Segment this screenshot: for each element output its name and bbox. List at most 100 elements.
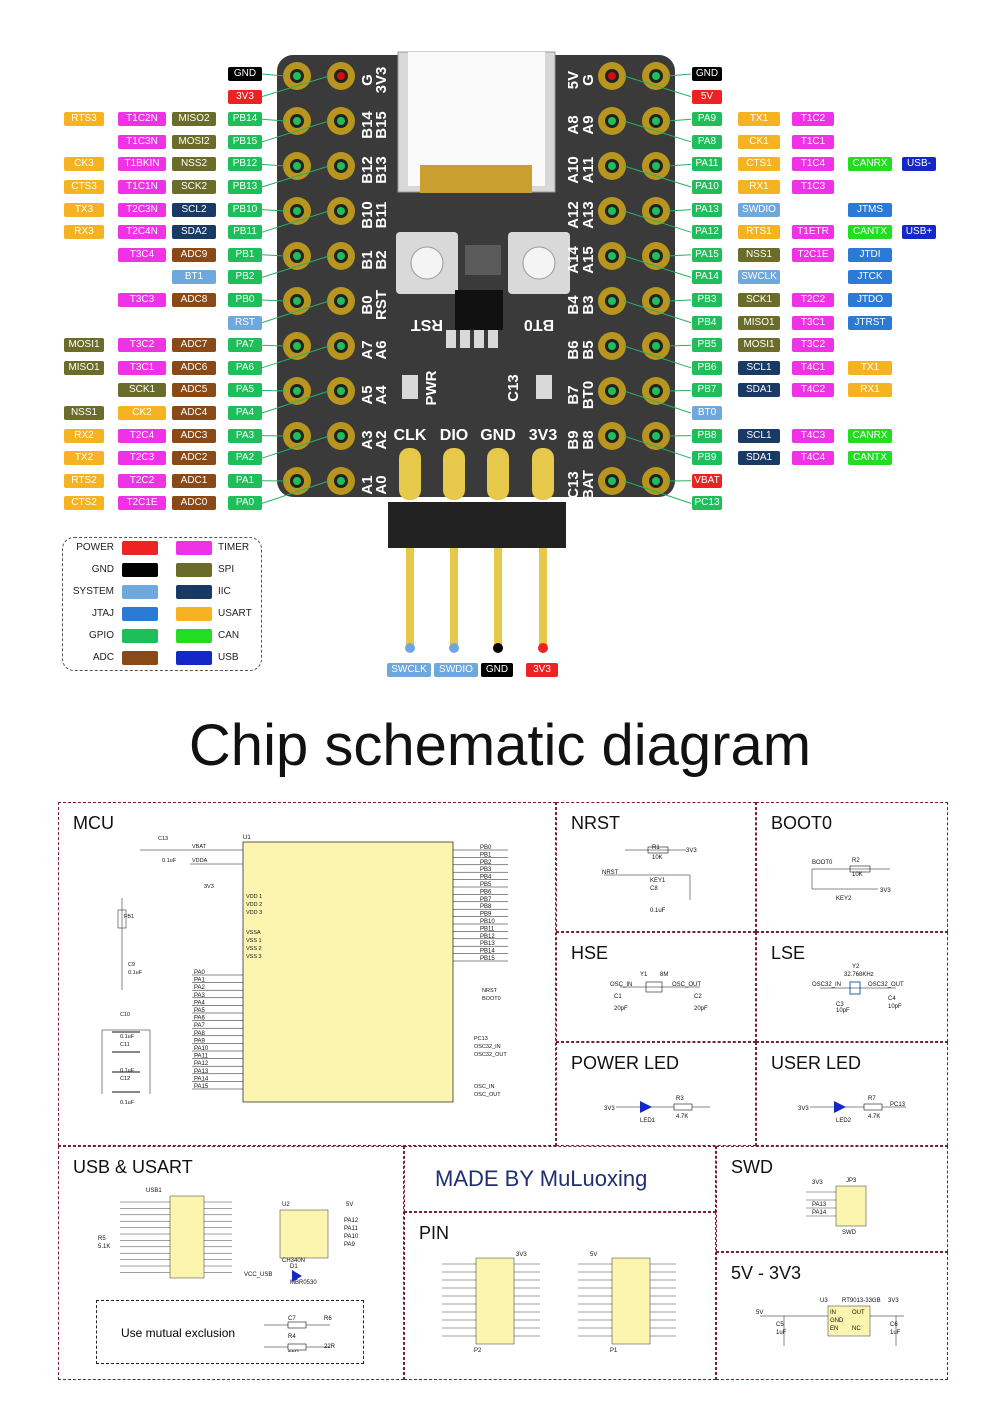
pin-leader-left <box>261 390 330 414</box>
pin-tag: T2C2 <box>792 293 834 307</box>
pin-dot <box>337 252 345 260</box>
pin-tag: CANTX <box>848 225 892 240</box>
pin-tag: ADC5 <box>172 383 216 398</box>
pin-tag: ADC1 <box>172 473 216 488</box>
pin-tag: GND <box>228 67 262 81</box>
header-pin-tip <box>449 643 459 653</box>
pin-tag: T1C2N <box>118 112 166 127</box>
silk-left-outer: G <box>359 74 376 86</box>
pin-leader-right <box>623 165 692 188</box>
pin-tag: ADC4 <box>172 406 216 420</box>
pin-tag: USB+ <box>902 225 936 240</box>
pin-tag: CANTX <box>848 451 892 466</box>
pin-leader-right <box>623 480 692 504</box>
legend-swatch <box>122 541 158 555</box>
pin-tag: NSS1 <box>738 247 780 262</box>
pin-tag: GND <box>692 67 722 81</box>
pin-tag: ADC2 <box>172 451 216 466</box>
pin-tag: T1C3N <box>118 134 166 149</box>
pin-tag: TX3 <box>64 202 104 217</box>
panel-title-5v-3v3: 5V - 3V3 <box>731 1263 802 1283</box>
pin-leader-left <box>261 480 330 504</box>
pin-leader-left <box>261 254 286 257</box>
pin-dot <box>608 117 616 125</box>
pin-dot <box>293 72 301 80</box>
silk-left-outer: A3 <box>359 430 376 449</box>
pin-leader-left <box>261 300 330 324</box>
silk-left-inner: B13 <box>373 156 390 184</box>
pin-tag: T1C1N <box>118 180 166 194</box>
silk-left-inner: B11 <box>373 202 390 229</box>
pin-tag: T2C2 <box>118 473 166 488</box>
pin-tag: 5V <box>692 89 722 104</box>
panel-title-swd: SWD <box>731 1157 773 1177</box>
legend-swatch <box>122 629 158 643</box>
pin-tag: JTDI <box>848 247 892 262</box>
panel-hse: HSE <box>556 932 756 1042</box>
pin-tag: TX2 <box>64 451 104 466</box>
pin-dot <box>337 207 345 215</box>
pin-header-body <box>388 502 566 548</box>
pin-tag: SWCLK <box>738 270 780 285</box>
legend-swatch <box>176 585 212 599</box>
silk-right-inner: A13 <box>580 201 597 229</box>
header-pad <box>399 448 421 500</box>
pin-tag: MOSI1 <box>738 338 780 353</box>
legend-label: JTAJ <box>91 608 114 619</box>
pin-leader-right <box>667 118 692 122</box>
pin-tag: T3C1 <box>118 360 166 375</box>
pin-tag: BT0 <box>692 406 722 420</box>
pin-leader-left <box>261 344 286 347</box>
panel-title-usb-usart: USB & USART <box>73 1157 193 1177</box>
pin-tag: CANRX <box>848 428 892 443</box>
silk-left-inner: A2 <box>373 430 390 449</box>
pin-tag: T4C4 <box>792 451 834 466</box>
pin-tag: PB5 <box>692 338 722 353</box>
pin-tag: CK3 <box>64 157 104 172</box>
header-silk-0: CLK <box>394 427 427 444</box>
pin-tag: T2C4N <box>118 225 166 240</box>
pin-tag: T3C2 <box>118 338 166 353</box>
panel-title-boot0: BOOT0 <box>771 813 833 833</box>
legend-swatch <box>176 541 212 555</box>
pin-tag: PB9 <box>692 451 722 466</box>
pin-dot <box>652 342 660 350</box>
silk-right-inner: B3 <box>580 295 597 314</box>
pin-tag: PA10 <box>692 180 722 194</box>
pin-leader-right <box>667 209 692 212</box>
silk-left-outer: A1 <box>359 475 376 494</box>
pin-dot <box>608 207 616 215</box>
pin-tag: CANRX <box>848 157 892 172</box>
pin-tag: T2C1E <box>792 247 834 262</box>
pin-dot <box>608 72 616 80</box>
pin-dot <box>337 387 345 395</box>
panel-nrst: NRST <box>556 802 756 932</box>
pin-tag: BT1 <box>172 270 216 285</box>
pin-tag: ADC0 <box>172 496 216 511</box>
pin-tag: PB12 <box>228 157 262 172</box>
silk-left-outer: A7 <box>359 340 376 359</box>
panel-title-user-led: USER LED <box>771 1053 862 1073</box>
header-pin <box>406 548 414 648</box>
pin-dot <box>608 342 616 350</box>
silk-left-inner: B15 <box>373 111 390 139</box>
smd-component <box>474 330 484 348</box>
pin-tag: RTS1 <box>738 225 780 240</box>
silk-right-outer: B7 <box>565 385 582 404</box>
pin-leader-right <box>623 120 692 143</box>
legend-label: POWER <box>76 542 114 553</box>
pin-tag: T1ETR <box>792 225 834 240</box>
pin-leader-right <box>667 163 692 167</box>
component-array <box>465 245 501 275</box>
silk-right-outer: A14 <box>565 246 582 274</box>
pin-dot <box>652 297 660 305</box>
pin-tag: ADC8 <box>172 293 216 307</box>
rst-button <box>410 246 444 280</box>
pin-tag: RTS3 <box>64 112 104 127</box>
pin-dot <box>337 477 345 485</box>
pin-dot <box>293 297 301 305</box>
pin-tag: ADC3 <box>172 428 216 443</box>
pin-dot <box>652 117 660 125</box>
pin-tag: T1C3 <box>792 180 834 194</box>
silk-left-inner: RST <box>373 290 390 320</box>
